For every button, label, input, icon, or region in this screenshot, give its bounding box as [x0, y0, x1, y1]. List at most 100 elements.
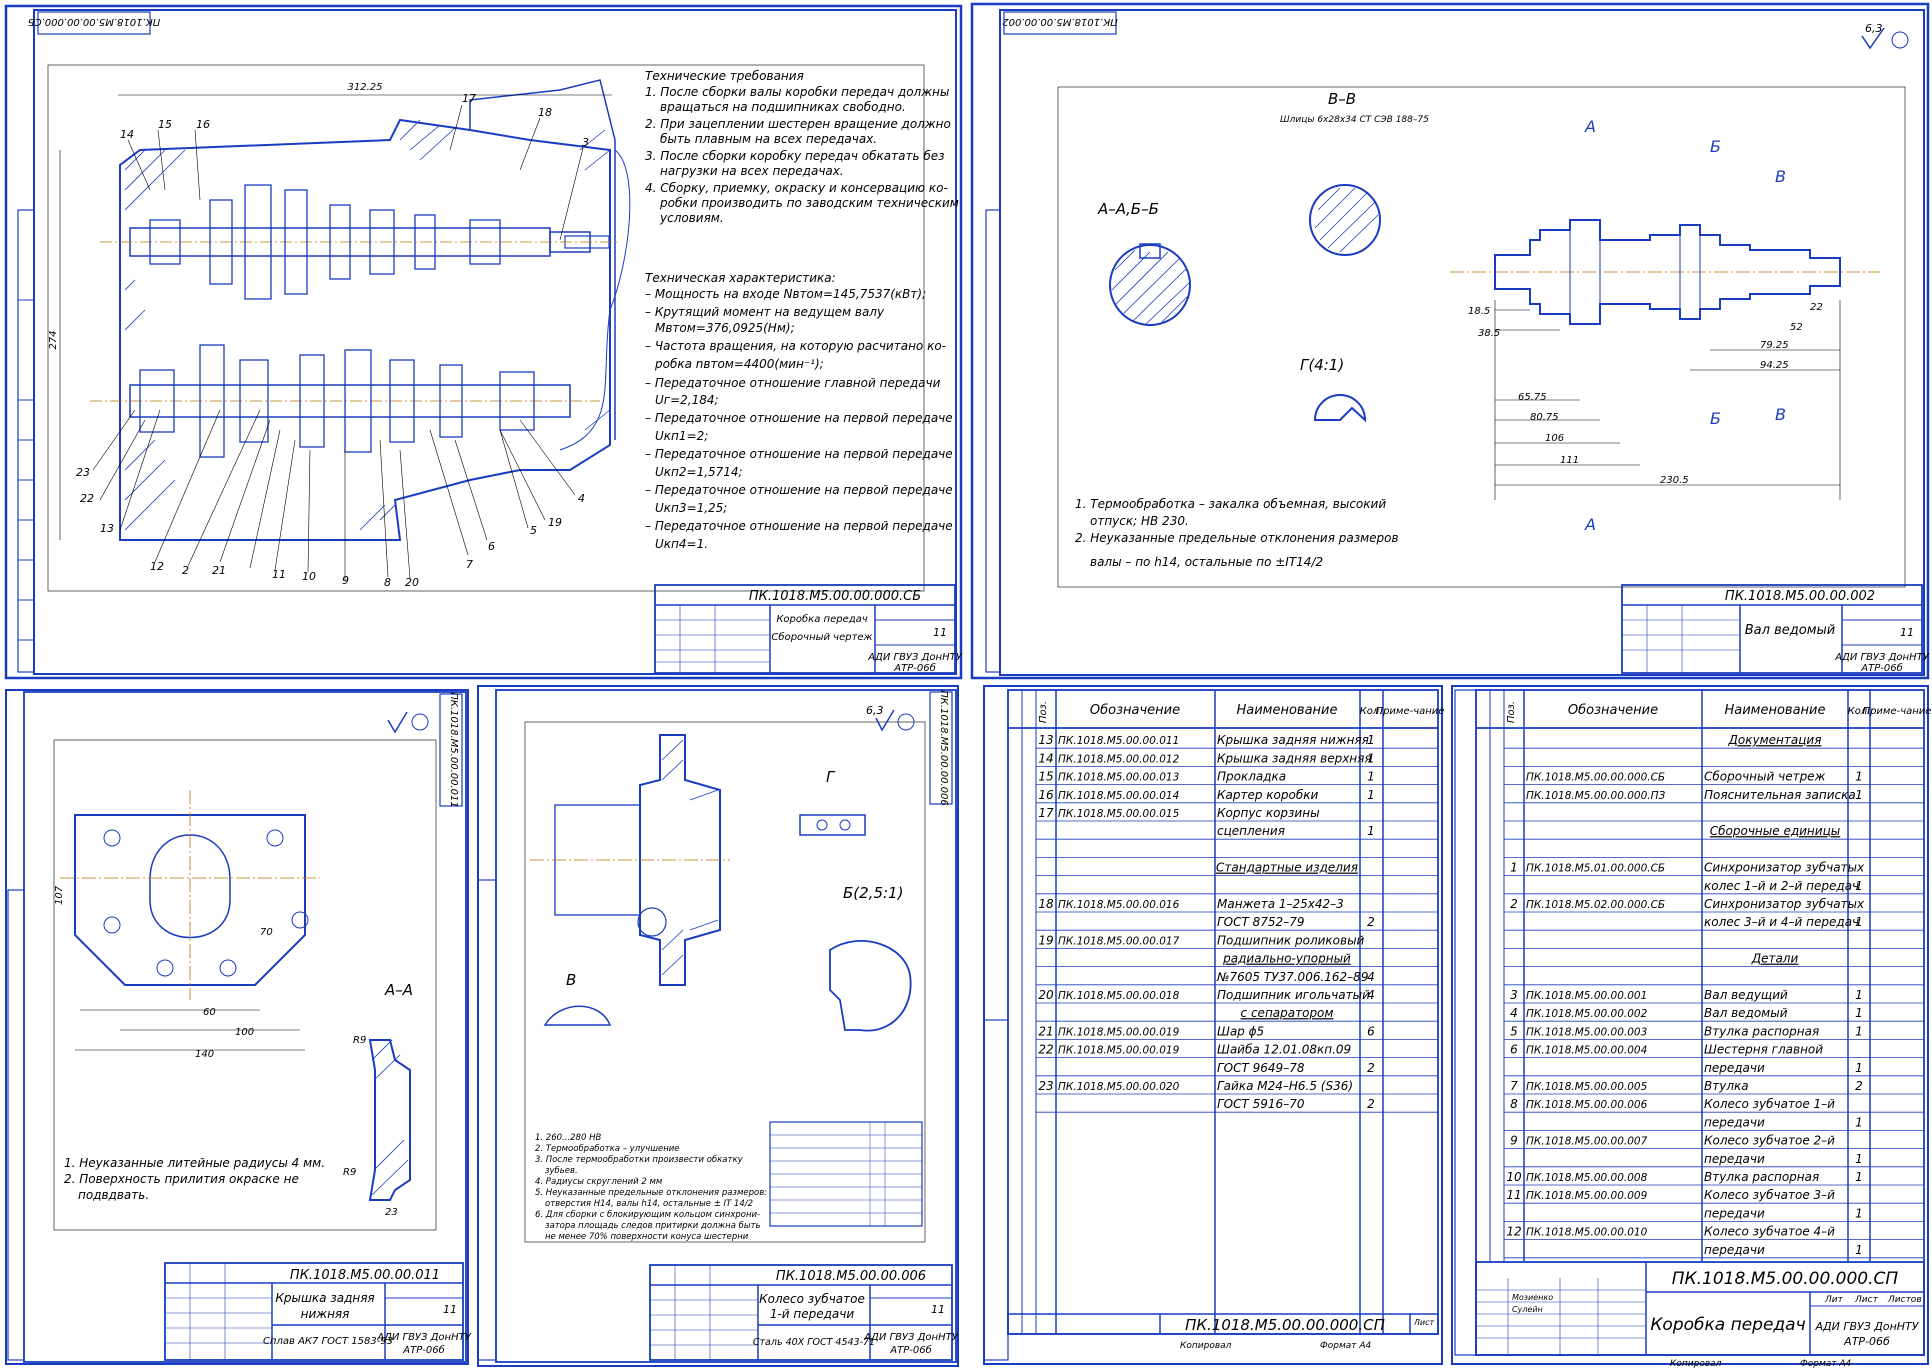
shaft-dim-106: 106: [1545, 433, 1564, 444]
shaft-title: Вал ведомый: [1745, 623, 1835, 638]
spec-row-code: ПК.1018.М5.00.00.005: [1526, 1081, 1648, 1093]
leader-2: 2: [182, 564, 189, 577]
spec-row-name: Колесо зубчатое 2–й: [1704, 1134, 1835, 1148]
spec-row-name: Крышка задняя верхняя: [1217, 751, 1372, 765]
shaft-dim-111: 111: [1560, 455, 1579, 466]
shaft-sheet-count: 11: [1900, 626, 1914, 639]
spec-row-qty: 1: [1855, 1206, 1863, 1220]
spec-row-name: Втулка распорная: [1704, 1024, 1819, 1038]
gearbox-assembly-view: 312.25 274 14 15 16: [48, 79, 631, 589]
gear-title-block: ПК.1018.М5.00.00.006 Колесо зубчатое 1-й…: [649, 1264, 959, 1361]
spec-row-pos: 8: [1510, 1097, 1518, 1111]
spec-row-qty: 2: [1855, 1079, 1863, 1093]
leader-18: 18: [538, 106, 552, 119]
gear-sheet-count: 11: [931, 1303, 945, 1316]
cover-title-2: нижняя: [301, 1307, 350, 1321]
spec2-h-code: Обозначение: [1568, 703, 1658, 718]
spec-row-code: ПК.1018.М5.00.00.012: [1058, 753, 1180, 765]
gear-note: 2. Термообработка – улучшение: [535, 1144, 680, 1154]
spec-row-code: ПК.1018.М5.00.00.007: [1526, 1136, 1648, 1148]
spec-row-name: №7605 ТУ37.006.162–89: [1216, 970, 1368, 984]
spec-row-name: сцепления: [1217, 824, 1285, 838]
cover-dim-60: 60: [203, 1007, 216, 1018]
assembly-stamp-code: ПК.1018.М5.00.00.000.СБ: [749, 589, 921, 604]
spec-row-qty: 1: [1367, 788, 1375, 802]
spec-row-code: ПК.1018.М5.00.00.009: [1526, 1190, 1648, 1202]
spec-row-code: ПК.1018.М5.00.00.020: [1058, 1081, 1180, 1093]
leader-19: 19: [548, 516, 562, 529]
gear-notes: 1. 260...280 HB 2. Термообработка – улуч…: [535, 1133, 767, 1242]
spec-line: – Частота вращения, на которую расчитано…: [645, 339, 946, 353]
gear-stamp-code: ПК.1018.М5.00.00.006: [776, 1269, 926, 1284]
spec-row-code: ПК.1018.М5.00.00.004: [1526, 1045, 1647, 1057]
spec-row-pos: 16: [1038, 788, 1054, 802]
spec-row-pos: 5: [1510, 1024, 1518, 1038]
spec1-h-qty: Кол.: [1360, 706, 1383, 717]
spec2-group: АТР-06б: [1843, 1335, 1890, 1348]
spec-row-qty: 6: [1367, 1024, 1375, 1038]
shaft-dim-94-25: 94.25: [1760, 360, 1789, 371]
spec-row-pos: 3: [1510, 988, 1518, 1002]
spec-row-code: ПК.1018.М5.00.00.011: [1058, 735, 1179, 747]
spec-row-name: Подшипник игольчатый: [1217, 988, 1370, 1002]
shaft-label-v-top: В: [1775, 167, 1786, 186]
spec-row-name: Корпус корзины: [1217, 806, 1320, 820]
cover-org: АДИ ГВУЗ ДонНТУ: [376, 1332, 472, 1343]
spec-row-qty: 1: [1855, 788, 1863, 802]
spec-row-name: Пояснительная записка: [1704, 788, 1856, 802]
sheet-cover: ПК.1018.М5.00.00.011 107 60 100 140 70 2…: [5, 689, 472, 1365]
spec-row-pos: 2: [1510, 897, 1518, 911]
spec-row-name: колес 1–й и 2–й передач: [1704, 879, 1859, 893]
spec-row-code: ПК.1018.М5.00.00.010: [1526, 1227, 1648, 1239]
sheet-shaft: ПК.1018.М5.00.00.002 6,3 А–А,Б–Б В–В Шли…: [970, 2, 1930, 680]
gear-note: 3. После термообработки произвести обкат…: [535, 1155, 744, 1165]
tech-req-line: 2. При зацеплении шестерен вращение долж…: [645, 117, 951, 131]
spec-line: – Передаточное отношение на первой перед…: [645, 447, 953, 461]
assembly-title-2: Сборочный чертеж: [771, 631, 872, 643]
cover-material: Сплав АК7 ГОСТ 1583-93: [263, 1336, 393, 1347]
spec-row-pos: 10: [1506, 1170, 1522, 1184]
spec2-lists-label: Листов: [1887, 1295, 1922, 1305]
shaft-note: 1. Термообработка – закалка объемная, вы…: [1075, 497, 1386, 511]
gear-org: АДИ ГВУЗ ДонНТУ: [863, 1332, 959, 1343]
cover-dim-r9-top: R9: [353, 1035, 366, 1046]
spec-row-qty: 4: [1367, 970, 1375, 984]
spec-line: Uкп1=2;: [655, 429, 708, 443]
gear-note: затора площадь следов притирки должна бы…: [545, 1221, 761, 1231]
sheet-spec1: Поз. Обозначение Наименование Кол. Приме…: [983, 685, 1445, 1365]
leader-7: 7: [466, 558, 473, 571]
spec2-h-qty: Кол.: [1848, 706, 1871, 717]
cover-note: подвдвать.: [78, 1188, 149, 1202]
spec-row-qty: 1: [1367, 733, 1375, 747]
spec-row-pos: 14: [1038, 751, 1053, 765]
gear-note: отверстия H14, валы h14, остальные ± IT …: [545, 1199, 753, 1209]
spec-row-code: ПК.1018.М5.00.00.001: [1526, 990, 1647, 1002]
spec-row-code: ПК.1018.М5.00.00.017: [1058, 935, 1180, 947]
spec2-footer-left: Копировал: [1670, 1359, 1722, 1368]
leader-15: 15: [158, 118, 172, 131]
spec-row-qty: 1: [1855, 1024, 1863, 1038]
spec-line: – Передаточное отношение главной передач…: [645, 376, 941, 390]
spec1-footer: ПК.1018.М5.00.00.000.СП Лист Копировал Ф…: [1007, 1313, 1439, 1351]
spec-row-qty: 2: [1367, 915, 1375, 929]
spec2-title-block: ПК.1018.М5.00.00.000.СП Коробка передач …: [1475, 1261, 1925, 1368]
leader-12: 12: [150, 560, 164, 573]
spec1-stamp-code: ПК.1018.М5.00.00.000.СП: [1185, 1316, 1385, 1334]
spec-row-name: Сборочные единицы: [1710, 824, 1840, 838]
shaft-stamp-code: ПК.1018.М5.00.00.002: [1725, 589, 1875, 604]
spec-row-pos: 9: [1510, 1134, 1518, 1148]
gear-note: 5. Неуказанные предельные отклонения раз…: [535, 1188, 767, 1198]
spec-row-name: Шайба 12.01.08кп.09: [1217, 1043, 1351, 1057]
spec-line: робка nвтом=4400(мин⁻¹);: [654, 357, 824, 371]
spec-line: Uг=2,184;: [655, 393, 719, 407]
shaft-note: отпуск; НВ 230.: [1090, 514, 1189, 528]
shaft-detail-g: Г(4:1): [1300, 356, 1344, 374]
spec2-h-name: Наименование: [1724, 703, 1825, 718]
spec1-h-note: Приме-чание: [1376, 706, 1445, 717]
tech-req-line: 1. После сборки валы коробки передач дол…: [645, 85, 949, 99]
assembly-dim-left: 274: [48, 330, 59, 349]
shaft-group: АТР-06б: [1860, 662, 1902, 674]
spec1-h-code: Обозначение: [1090, 703, 1180, 718]
spec-row-name: Шестерня главной: [1704, 1043, 1823, 1057]
shaft-section-bb: В–В: [1328, 90, 1356, 108]
